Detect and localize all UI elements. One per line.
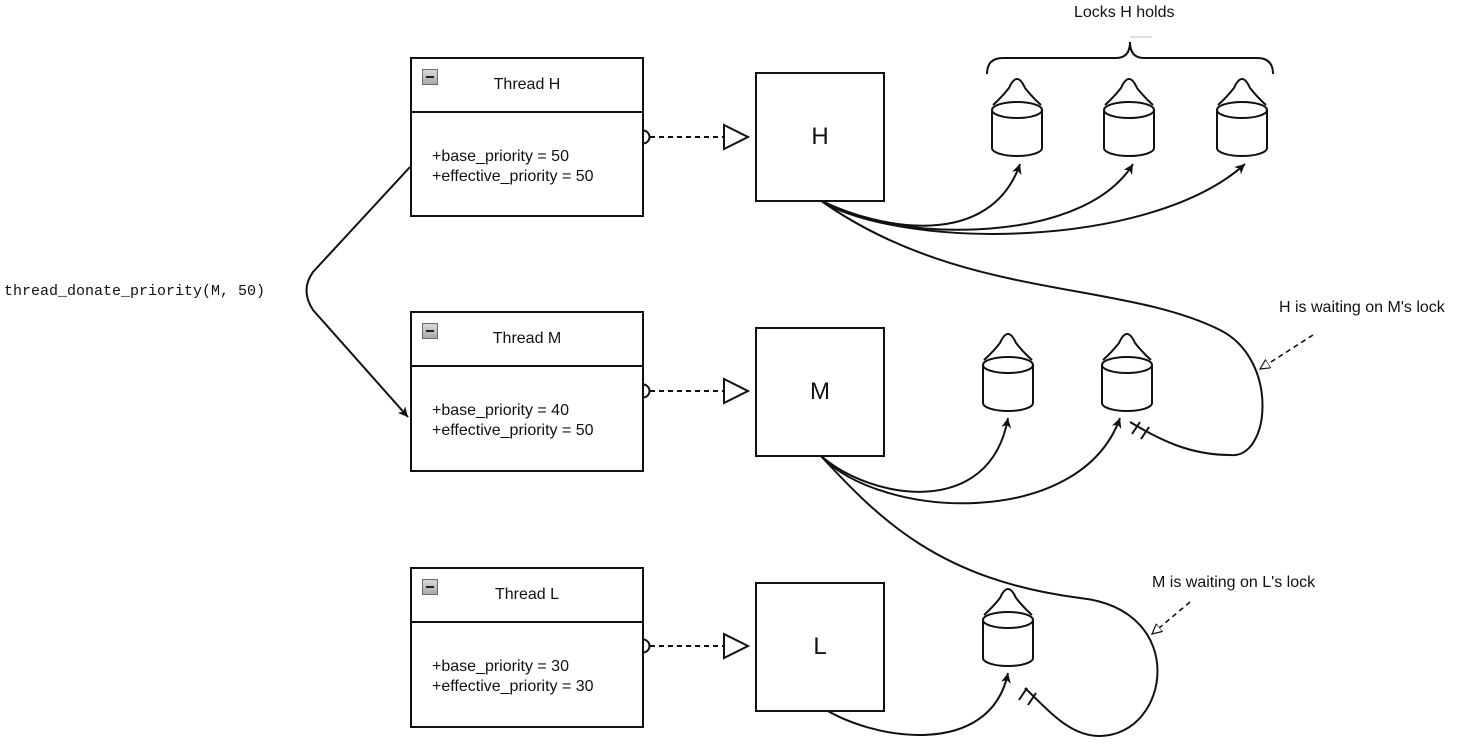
thread-title: Thread L	[494, 586, 560, 603]
base-priority: +base_priority = 40	[432, 402, 569, 419]
thread-header: Thread M	[412, 313, 642, 367]
thread-box-m: Thread M +base_priority = 40 +effective_…	[410, 311, 644, 472]
collapse-icon[interactable]	[422, 579, 438, 595]
h-wait-pointer	[1260, 334, 1314, 369]
thread-title: Thread H	[493, 76, 561, 93]
thread-title: Thread M	[492, 330, 562, 347]
m-wait-curve	[819, 454, 1159, 738]
h-lock-arrow-3	[819, 163, 1246, 235]
effective-priority: +effective_priority = 50	[432, 168, 594, 185]
realization-connector-l	[635, 632, 751, 660]
lock-icon	[991, 78, 1043, 157]
thread-attributes: +base_priority = 30 +effective_priority …	[412, 623, 642, 697]
thread-header: Thread H	[412, 59, 642, 113]
base-priority: +base_priority = 50	[432, 148, 569, 165]
thread-box-h: Thread H +base_priority = 50 +effective_…	[410, 57, 644, 217]
h-lock-arrow-1	[819, 163, 1022, 227]
donate-arrow	[305, 166, 411, 418]
collapse-icon[interactable]	[422, 69, 438, 85]
lock-icon	[1103, 78, 1155, 157]
h-waiting-label: H is waiting on M's lock	[1279, 299, 1445, 316]
effective-priority: +effective_priority = 30	[432, 678, 594, 695]
node-m: M	[755, 327, 885, 457]
locks-brace	[986, 41, 1274, 75]
thread-box-l: Thread L +base_priority = 30 +effective_…	[410, 567, 644, 728]
thread-attributes: +base_priority = 50 +effective_priority …	[412, 113, 642, 187]
lock-icon	[982, 333, 1034, 412]
m-lock-arrow-1	[819, 417, 1012, 493]
thread-attributes: +base_priority = 40 +effective_priority …	[412, 367, 642, 441]
realization-connector-m	[635, 377, 751, 405]
m-wait-pointer	[1152, 601, 1191, 634]
h-wait-curve	[819, 199, 1264, 457]
node-h: H	[755, 72, 885, 202]
realization-connector-h	[635, 123, 751, 151]
lock-icon	[1101, 333, 1153, 412]
m-waiting-label: M is waiting on L's lock	[1152, 574, 1316, 591]
locks-h-holds-label: Locks H holds	[1074, 4, 1175, 21]
base-priority: +base_priority = 30	[432, 658, 569, 675]
m-lock-arrow-2	[819, 417, 1122, 505]
lock-icon	[1216, 78, 1268, 157]
collapse-icon[interactable]	[422, 323, 438, 339]
donate-call-label: thread_donate_priority(M, 50)	[4, 283, 266, 300]
effective-priority: +effective_priority = 50	[432, 422, 594, 439]
lock-icon	[982, 588, 1034, 667]
node-l: L	[755, 582, 885, 712]
l-lock-arrow	[819, 672, 1011, 737]
thread-header: Thread L	[412, 569, 642, 623]
